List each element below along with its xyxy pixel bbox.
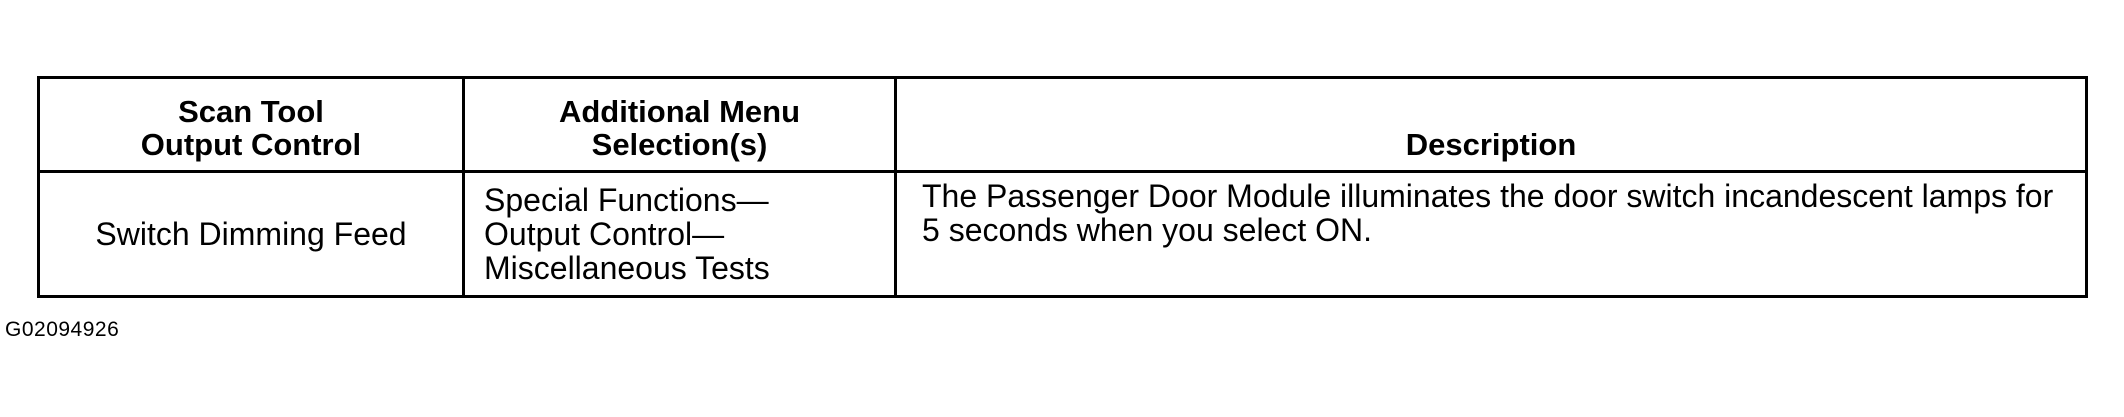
header-description: Description [894, 76, 2088, 173]
header-line: Output Control [140, 127, 362, 162]
table-row: Switch Dimming Feed Special Functions— O… [37, 170, 2088, 298]
figure-id: G02094926 [5, 318, 120, 341]
header-line: Additional Menu [558, 94, 801, 129]
menu-selection-line: Special Functions— [484, 182, 769, 218]
menu-selections-cell: Special Functions— Output Control— Misce… [462, 170, 897, 298]
menu-selection-line: Miscellaneous Tests [484, 250, 770, 286]
table-header-row: Scan Tool Output Control Additional Menu… [37, 76, 2088, 173]
output-control-cell: Switch Dimming Feed [37, 170, 465, 298]
header-line: Scan Tool [178, 94, 324, 129]
scan-tool-output-control-table: Scan Tool Output Control Additional Menu… [37, 76, 2088, 298]
header-scan-tool-output-control: Scan Tool Output Control [37, 76, 465, 173]
header-line: Selection(s) [591, 127, 768, 162]
header-additional-menu-selections: Additional Menu Selection(s) [462, 76, 897, 173]
menu-selection-line: Output Control— [484, 216, 725, 252]
description-cell: The Passenger Door Module illuminates th… [894, 170, 2088, 298]
header-line: Description [1405, 127, 1577, 162]
